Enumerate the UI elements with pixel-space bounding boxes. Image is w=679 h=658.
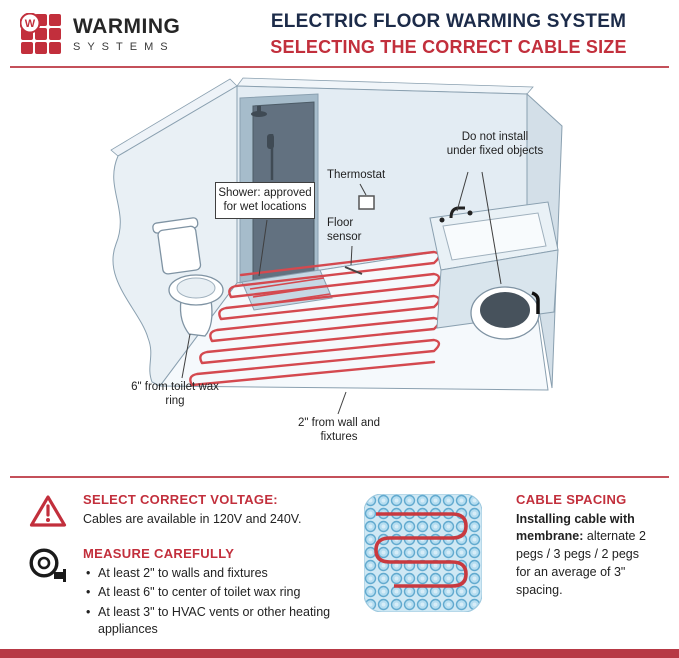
spacing-body-rest: alternate 2 pegs / 3 pegs / 2 pegs for a… [516, 529, 646, 597]
toilet-base [179, 298, 213, 337]
pointer-fixed-1 [456, 171, 469, 211]
brand-tagline: SYSTEMS [73, 40, 175, 53]
spacing-body: Installing cable with membrane: alternat… [516, 511, 653, 600]
measure-block: MEASURE CAREFULLY At least 2" to walls a… [26, 546, 348, 641]
page-title: ELECTRIC FLOOR WARMING SYSTEM [270, 11, 627, 32]
info-section: SELECT CORRECT VOLTAGE: Cables are avail… [0, 478, 679, 649]
shower-head-icon [251, 110, 267, 117]
tub-basin [442, 211, 547, 261]
membrane-cable [374, 511, 468, 588]
tub-filler-faucet-icon [531, 290, 540, 314]
voltage-body: Cables are available in 120V and 240V. [83, 511, 302, 526]
titles: ELECTRIC FLOOR WARMING SYSTEM SELECTING … [234, 11, 663, 58]
spacing-block: CABLE SPACING Installing cable with memb… [516, 492, 659, 641]
floor-sensor-mark [344, 265, 363, 275]
label-thermostat: Thermostat [327, 168, 386, 181]
spacing-heading: CABLE SPACING [516, 491, 627, 507]
pointer-wall [337, 391, 347, 414]
label-toilet-clearance: 6" from toilet wax ring [131, 380, 219, 408]
membrane-image [363, 492, 500, 641]
tub-faucet-icon [449, 206, 465, 218]
divider-top [10, 65, 669, 68]
warning-triangle-icon [29, 494, 67, 527]
measure-bullet: At least 3" to HVAC vents or other heati… [83, 604, 348, 639]
bathroom-diagram: Shower: approved for wet locations Therm… [0, 68, 679, 476]
thermostat-box [358, 194, 375, 210]
freestanding-tub [470, 285, 540, 340]
measure-bullet: At least 2" to walls and fixtures [83, 565, 348, 583]
logo-letter: W [25, 18, 36, 30]
label-shower: Shower: approved for wet locations [215, 181, 315, 220]
page-subtitle: SELECTING THE CORRECT CABLE SIZE [270, 36, 627, 57]
membrane-swatch-icon [363, 493, 483, 613]
tape-measure-icon [29, 548, 66, 582]
brand-name: WARMING [73, 14, 181, 38]
voltage-block: SELECT CORRECT VOLTAGE: Cables are avail… [26, 492, 348, 529]
footer-accent-bar [0, 648, 679, 658]
info-left-column: SELECT CORRECT VOLTAGE: Cables are avail… [26, 492, 348, 641]
pointer-thermostat [359, 183, 367, 195]
pointer-shower [258, 219, 268, 276]
measure-bullets: At least 2" to walls and fixtures At lea… [83, 565, 348, 639]
pointer-toilet [181, 333, 191, 378]
label-floor-sensor: Floor sensor [327, 216, 362, 244]
label-fixed-objects: Do not install under fixed objects [446, 130, 544, 158]
warming-systems-logo-icon: W [20, 13, 61, 55]
brand: W WARMING SYSTEMS [20, 13, 234, 55]
measure-bullet: At least 6" to center of toilet wax ring [83, 584, 348, 602]
brand-text: WARMING SYSTEMS [73, 16, 180, 53]
label-wall-clearance: 2" from wall and fixtures [297, 416, 381, 444]
toilet [152, 216, 224, 337]
pointer-floor-sensor [350, 245, 353, 265]
divider-bottom [10, 475, 669, 478]
hand-shower-icon [267, 133, 274, 149]
header: W WARMING SYSTEMS ELECTRIC FLOOR WARMING… [0, 0, 679, 66]
voltage-heading: SELECT CORRECT VOLTAGE: [83, 491, 278, 507]
pointer-lines [181, 171, 502, 414]
spacing-body-bold: Installing cable with membrane: [516, 511, 635, 544]
measure-heading: MEASURE CAREFULLY [83, 545, 235, 561]
pointer-fixed-2 [481, 171, 502, 284]
bathroom-scene [110, 77, 563, 414]
heating-cable [189, 250, 441, 386]
